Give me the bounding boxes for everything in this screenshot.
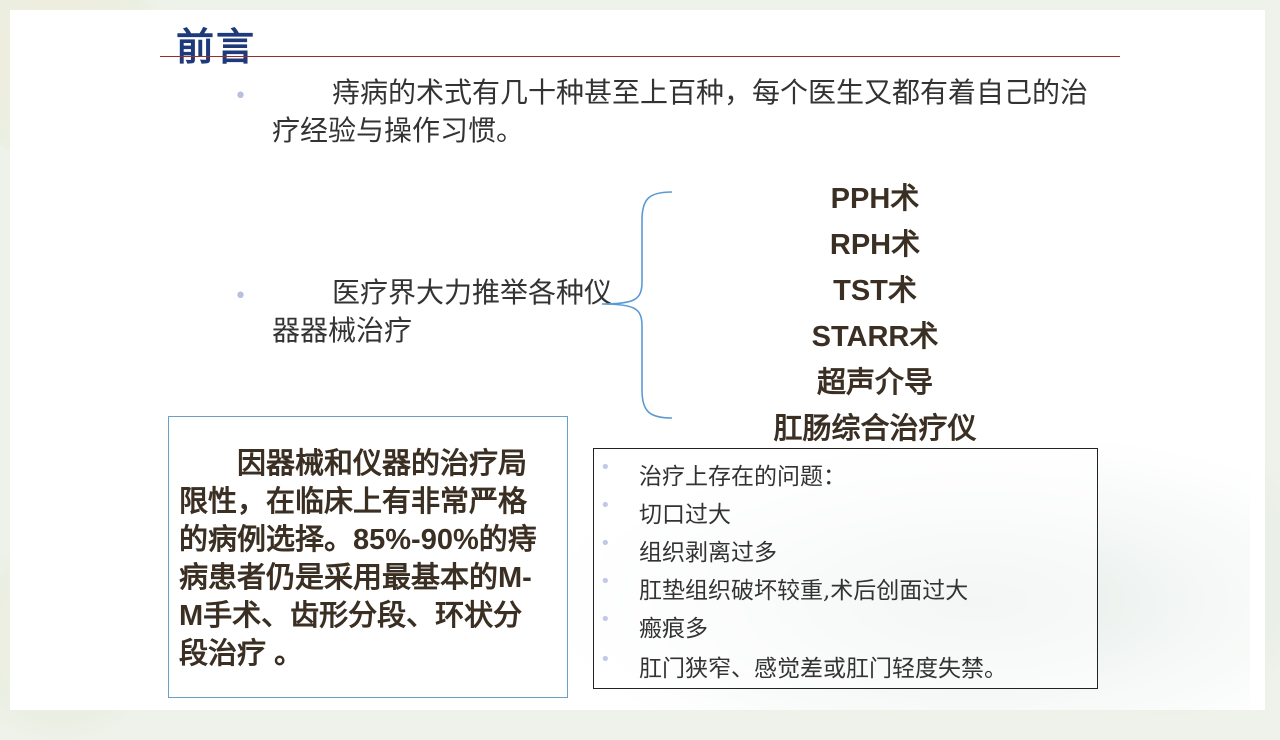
method-item: PPH术	[830, 183, 920, 215]
limitation-text: 因器械和仪器的治疗局限性，在临床上有非常严格的病例选择。85%-90%的痔病患者…	[179, 448, 537, 670]
devices-paragraph: 医疗界大力推举各种仪器器械治疗	[272, 276, 613, 347]
method-item: STARR术	[811, 321, 939, 353]
method-item: TST术	[833, 275, 917, 307]
method-item: RPH术	[829, 229, 921, 261]
issue-text: 切口过大	[639, 502, 731, 528]
issue-heading: 治疗上存在的问题：	[639, 464, 846, 490]
bullet-icon: •	[600, 457, 611, 478]
issues-box: • 治疗上存在的问题： • 切口过大 • 组织剥离过多 • 肛垫组织破坏较重,术…	[593, 448, 1098, 689]
intro-paragraph: 痔病的术式有几十种甚至上百种，每个医生又都有着自己的治疗经验与操作习惯。	[272, 76, 1089, 147]
method-item: 超声介导	[816, 367, 933, 399]
issue-text: 瘢痕多	[639, 616, 708, 642]
issue-text: 组织剥离过多	[639, 540, 777, 566]
limitation-box: 因器械和仪器的治疗局限性，在临床上有非常严格的病例选择。85%-90%的痔病患者…	[168, 416, 568, 698]
bullet-icon: •	[234, 84, 247, 109]
bullet-icon: •	[600, 649, 611, 670]
issue-text: 肛门狭窄、感觉差或肛门轻度失禁。	[639, 656, 1007, 682]
slide: 前言 • 痔病的术式有几十种甚至上百种，每个医生又都有着自己的治疗经验与操作习惯…	[10, 10, 1265, 710]
bullet-icon: •	[234, 284, 247, 309]
title-divider	[160, 56, 1120, 57]
curly-brace-icon	[601, 191, 673, 419]
bullet-icon: •	[600, 495, 611, 516]
page-title: 前言	[176, 25, 257, 69]
bullet-icon: •	[600, 533, 611, 554]
bullet-icon: •	[600, 571, 611, 592]
issue-text: 肛垫组织破坏较重,术后创面过大	[639, 578, 969, 604]
method-list: PPH术 RPH术 TST术 STARR术 超声介导 肛肠综合治疗仪	[690, 176, 1060, 452]
bullet-icon: •	[600, 609, 611, 630]
method-item: 肛肠综合治疗仪	[773, 413, 977, 445]
